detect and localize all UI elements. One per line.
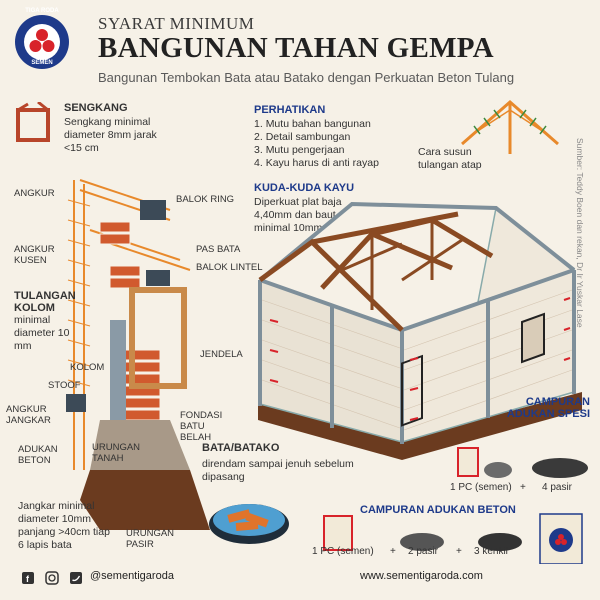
perhatikan-list: 1. Mutu bahan bangunan 2. Detail sambung…: [254, 118, 404, 170]
label-urungan-tanah: URUNGAN TANAH: [92, 442, 141, 464]
perhatikan-title: PERHATIKAN: [254, 104, 326, 116]
beton-plus-2: +: [456, 546, 462, 557]
label-balok-ring: BALOK RING: [176, 194, 235, 205]
kuda-kuda-desc: Diperkuat plat baja 4,40mm dan baut mini…: [254, 196, 342, 234]
roof-note: Cara susun tulangan atap: [418, 146, 482, 171]
label-angkur-jangkar: ANGKUR JANGKAR: [6, 404, 51, 426]
facebook-icon: [22, 572, 34, 584]
beton-plus-1: +: [390, 546, 396, 557]
column-detail-illustration: [66, 179, 210, 530]
tiga-roda-logo: [15, 15, 69, 69]
instagram-icon: [45, 571, 59, 585]
label-urungan-pasir: URUNGAN PASIR: [126, 528, 175, 550]
footer: f @sementigaroda www.sementigaroda.com: [0, 566, 600, 590]
spesi-plus: +: [520, 482, 526, 493]
label-jendela: JENDELA: [200, 349, 243, 360]
spesi-title: CAMPURAN ADUKAN SPESI: [506, 396, 590, 420]
beton-ingredients-illustration: [323, 513, 583, 564]
label-stoof: STOOF: [48, 380, 81, 391]
sengkang-title: SENGKANG: [64, 102, 128, 114]
label-fondasi: FONDASI BATU BELAH: [180, 410, 223, 443]
perhatikan-item: 4. Kayu harus di anti rayap: [254, 157, 379, 169]
label-balok-lintel: BALOK LINTEL: [196, 262, 263, 273]
perhatikan-item: 2. Detail sambungan: [254, 131, 351, 143]
kuda-kuda-title: KUDA-KUDA KAYU: [254, 182, 355, 194]
label-kolom: KOLOM: [70, 362, 105, 373]
spesi-pc: 1 PC (semen): [450, 482, 512, 493]
social-icons: f: [22, 571, 82, 585]
beton-kerikil: 3 kerikil: [474, 546, 508, 557]
label-angkur: ANGKUR: [14, 188, 55, 199]
website-url[interactable]: www.sementigaroda.com: [360, 570, 483, 582]
spesi-ingredients-illustration: [457, 447, 588, 478]
beton-title: CAMPURAN ADUKAN BETON: [360, 504, 516, 516]
beton-pc: 1 PC (semen): [312, 546, 374, 557]
sengkang-icon: [16, 102, 50, 142]
perhatikan-item: 1. Mutu bahan bangunan: [254, 118, 371, 130]
label-adukan-beton: ADUKAN BETON: [18, 444, 58, 466]
label-pas-bata: PAS BATA: [196, 244, 241, 255]
sengkang-desc: Sengkang minimal diameter 8mm jarak <15 …: [64, 116, 157, 154]
logo-top-text: TIGA RODA: [25, 8, 59, 14]
roof-rebar-illustration: [461, 100, 559, 154]
house-illustration: [258, 201, 582, 460]
jangkar-note: Jangkar minimal diameter 10mm panjang >4…: [18, 500, 110, 551]
bata-title: BATA/BATAKO: [202, 442, 280, 454]
perhatikan-item: 3. Mutu pengerjaan: [254, 144, 345, 156]
logo-bottom-text: SEMEN: [31, 60, 53, 66]
label-angkur-kusen: ANGKUR KUSEN: [14, 244, 55, 266]
twitter-icon: [70, 572, 82, 584]
soaking-tub-illustration: [209, 504, 289, 544]
title-small: SYARAT MINIMUM: [98, 14, 255, 33]
source-credit: Sumber: Teddy Boen dan rekan, Dr Ir Yusk…: [575, 138, 585, 328]
label-tulangan-kolom: TULANGAN KOLOM: [14, 290, 76, 314]
label-tulangan-desc: minimal diameter 10 mm: [14, 314, 70, 352]
spesi-pasir: 4 pasir: [542, 482, 573, 493]
beton-pasir: 2 pasir: [408, 546, 439, 557]
bata-desc: direndam sampai jenuh sebelum dipasang: [202, 458, 354, 483]
page-subtitle: Bangunan Tembokan Bata atau Batako denga…: [98, 70, 515, 85]
svg-text:f: f: [26, 574, 30, 584]
social-handle[interactable]: @sementigaroda: [90, 570, 174, 582]
page-title: BANGUNAN TAHAN GEMPA: [98, 32, 494, 64]
